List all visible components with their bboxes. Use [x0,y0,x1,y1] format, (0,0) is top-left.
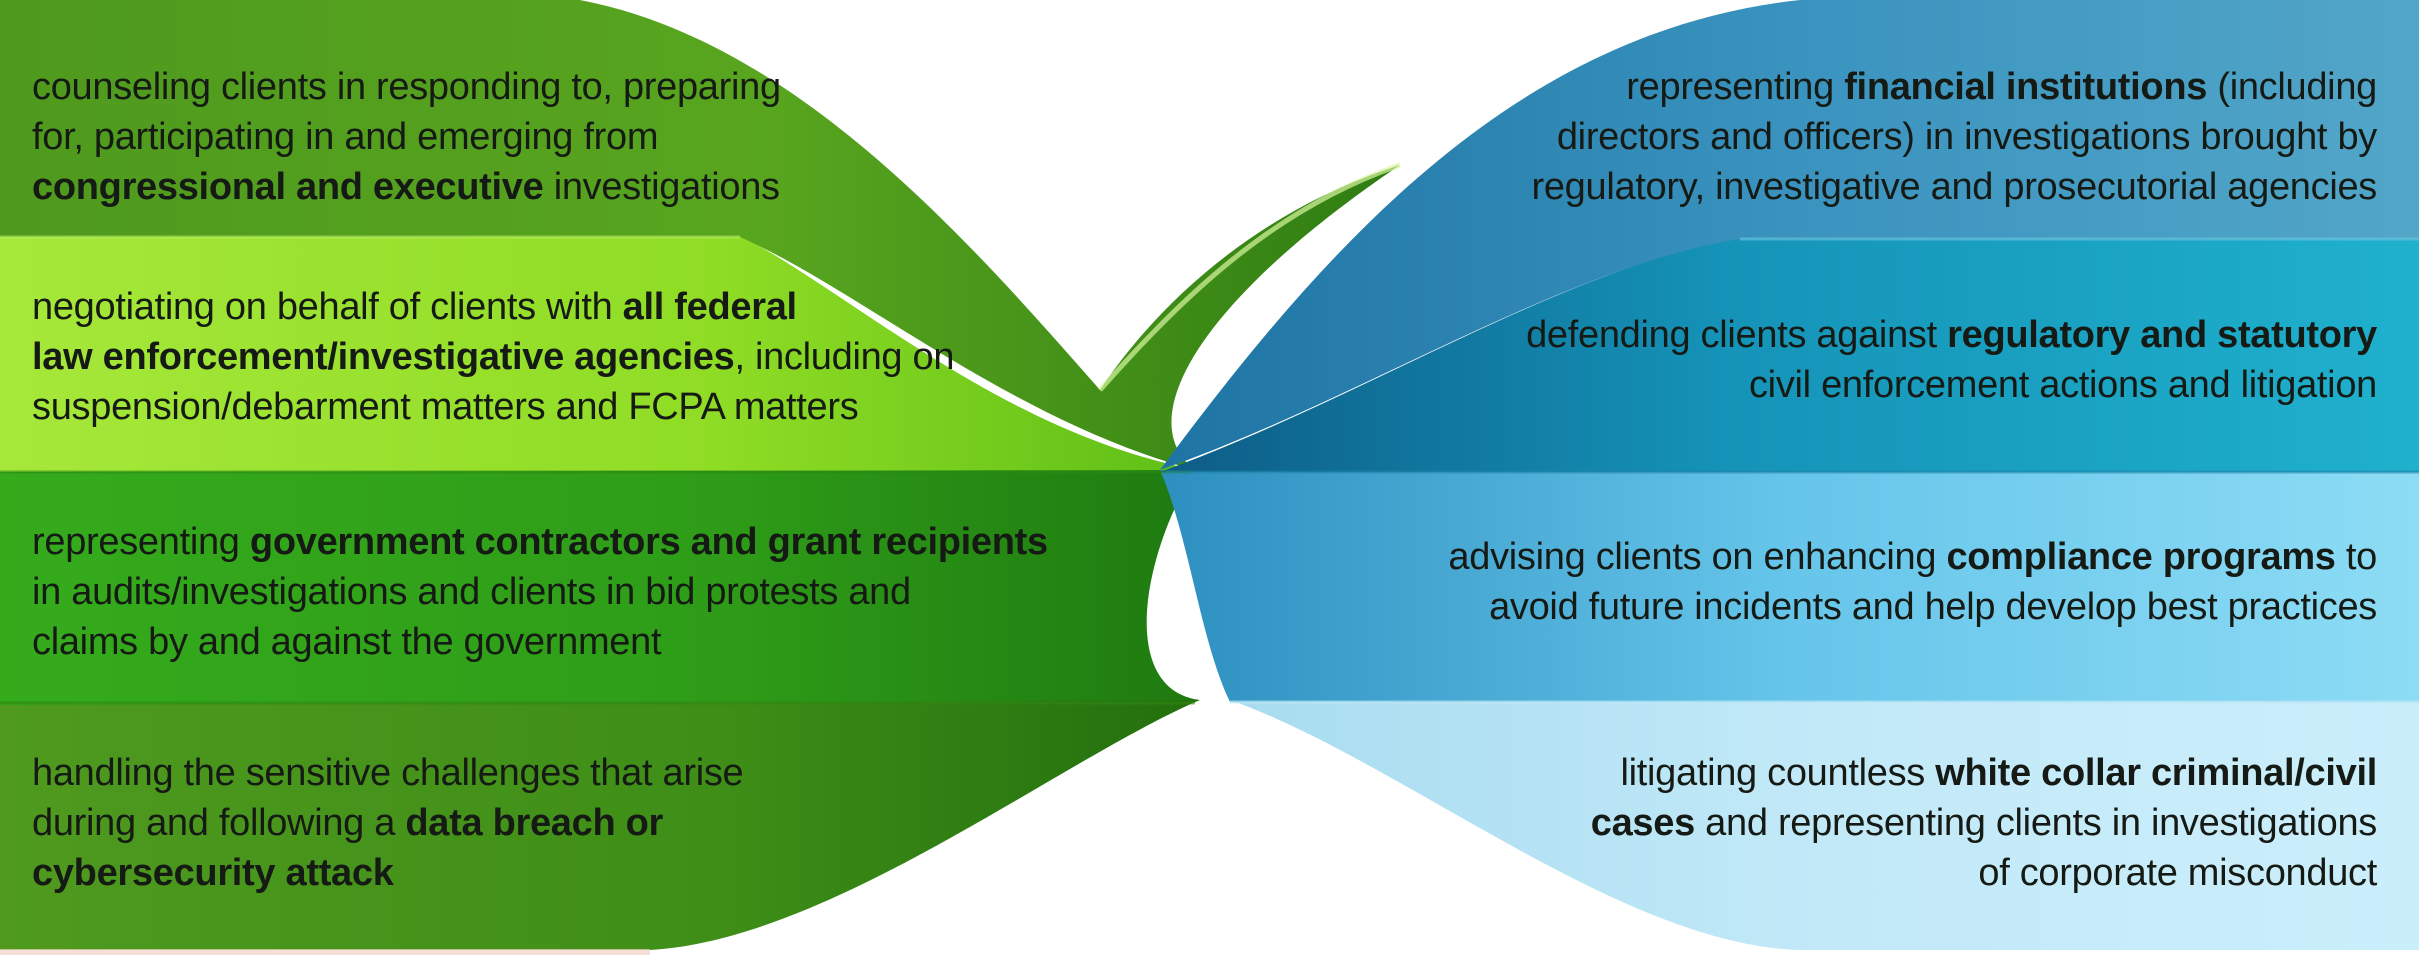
text-line: cybersecurity attack [32,848,743,898]
left-band-3 [0,470,1200,705]
right-item-compliance-programs: advising clients on enhancing compliance… [1448,532,2377,632]
right-item-regulatory-statutory: defending clients against regulatory and… [1526,310,2377,410]
bold-phrase: data breach or [405,802,664,844]
right-item-financial-institutions: representing financial institutions (inc… [1531,62,2377,212]
right-band-2 [1160,237,2419,472]
text-line: counseling clients in responding to, pre… [32,62,781,112]
text-segment: regulatory, investigative and prosecutor… [1531,166,2377,208]
left-band-2 [0,235,1195,472]
bold-phrase: regulatory and statutory [1947,314,2377,356]
left-item-federal-agencies: negotiating on behalf of clients with al… [32,282,954,432]
left-band-1 [0,0,1400,470]
text-line: suspension/debarment matters and FCPA ma… [32,382,954,432]
text-line: during and following a data breach or [32,798,743,848]
text-line: representing financial institutions (inc… [1531,62,2377,112]
bold-phrase: financial institutions [1844,66,2208,108]
text-line: directors and officers) in investigation… [1531,112,2377,162]
left-item-data-breach: handling the sensitive challenges that a… [32,748,744,898]
text-segment: litigating countless [1620,752,1936,794]
text-line: advising clients on enhancing compliance… [1448,532,2377,582]
bold-phrase: white collar criminal/civil [1935,752,2377,794]
text-line: of corporate misconduct [1591,848,2377,898]
text-segment: avoid future incidents and help develop … [1489,586,2377,628]
text-segment: in audits/investigations and clients in … [32,571,911,613]
left-band-4 [0,700,1200,950]
text-line: civil enforcement actions and litigation [1526,360,2377,410]
text-line: representing government contractors and … [32,517,1048,567]
right-band-4 [1230,700,2419,950]
text-segment: negotiating on behalf of clients with [32,286,623,328]
text-segment: suspension/debarment matters and FCPA ma… [32,386,859,428]
text-line: claims by and against the government [32,617,1048,667]
bold-phrase: government contractors and grant recipie… [249,521,1048,563]
text-segment: representing [1626,66,1845,108]
text-segment: handling the sensitive challenges that a… [32,752,744,794]
right-item-white-collar: litigating countless white collar crimin… [1590,748,2378,898]
text-line: negotiating on behalf of clients with al… [32,282,954,332]
left-item-government-contractors: representing government contractors and … [32,517,1048,667]
text-segment: defending clients against [1526,314,1948,356]
right-band-3 [1160,470,2419,702]
text-segment: counseling clients in responding to, pre… [32,66,781,108]
text-segment: civil enforcement actions and litigation [1748,364,2377,406]
bold-phrase: law enforcement/investigative agencies [32,336,735,378]
right-band-1 [1160,0,2419,470]
text-line: avoid future incidents and help develop … [1448,582,2377,632]
text-segment: (including [2207,66,2377,108]
twist-highlight [1098,162,1401,392]
bold-phrase: cases [1590,802,1695,844]
text-line: regulatory, investigative and prosecutor… [1531,162,2377,212]
text-segment: during and following a [32,802,406,844]
text-segment: of corporate misconduct [1978,852,2377,894]
text-line: for, participating in and emerging from [32,112,781,162]
bold-phrase: compliance programs [1946,536,2336,578]
text-line: handling the sensitive challenges that a… [32,748,744,798]
text-segment: claims by and against the government [32,621,662,663]
text-line: congressional and executive investigatio… [32,162,781,212]
text-line: defending clients against regulatory and… [1526,310,2377,360]
text-segment: for, participating in and emerging from [32,116,659,158]
text-line: cases and representing clients in invest… [1590,798,2378,848]
bold-phrase: cybersecurity attack [32,852,394,894]
text-line: in audits/investigations and clients in … [32,567,1048,617]
text-line: litigating countless white collar crimin… [1591,748,2377,798]
bold-phrase: congressional and executive [32,166,544,208]
text-segment: representing [32,521,250,563]
text-segment: and representing clients in investigatio… [1694,802,2377,844]
text-segment: to [2335,536,2377,578]
text-segment: advising clients on enhancing [1448,536,1947,578]
text-segment: directors and officers) in investigation… [1556,116,2377,158]
text-segment: , including on [734,336,955,378]
text-line: law enforcement/investigative agencies, … [32,332,954,382]
text-segment: investigations [543,166,780,208]
left-item-congressional: counseling clients in responding to, pre… [32,62,781,212]
bold-phrase: all federal [622,286,797,328]
